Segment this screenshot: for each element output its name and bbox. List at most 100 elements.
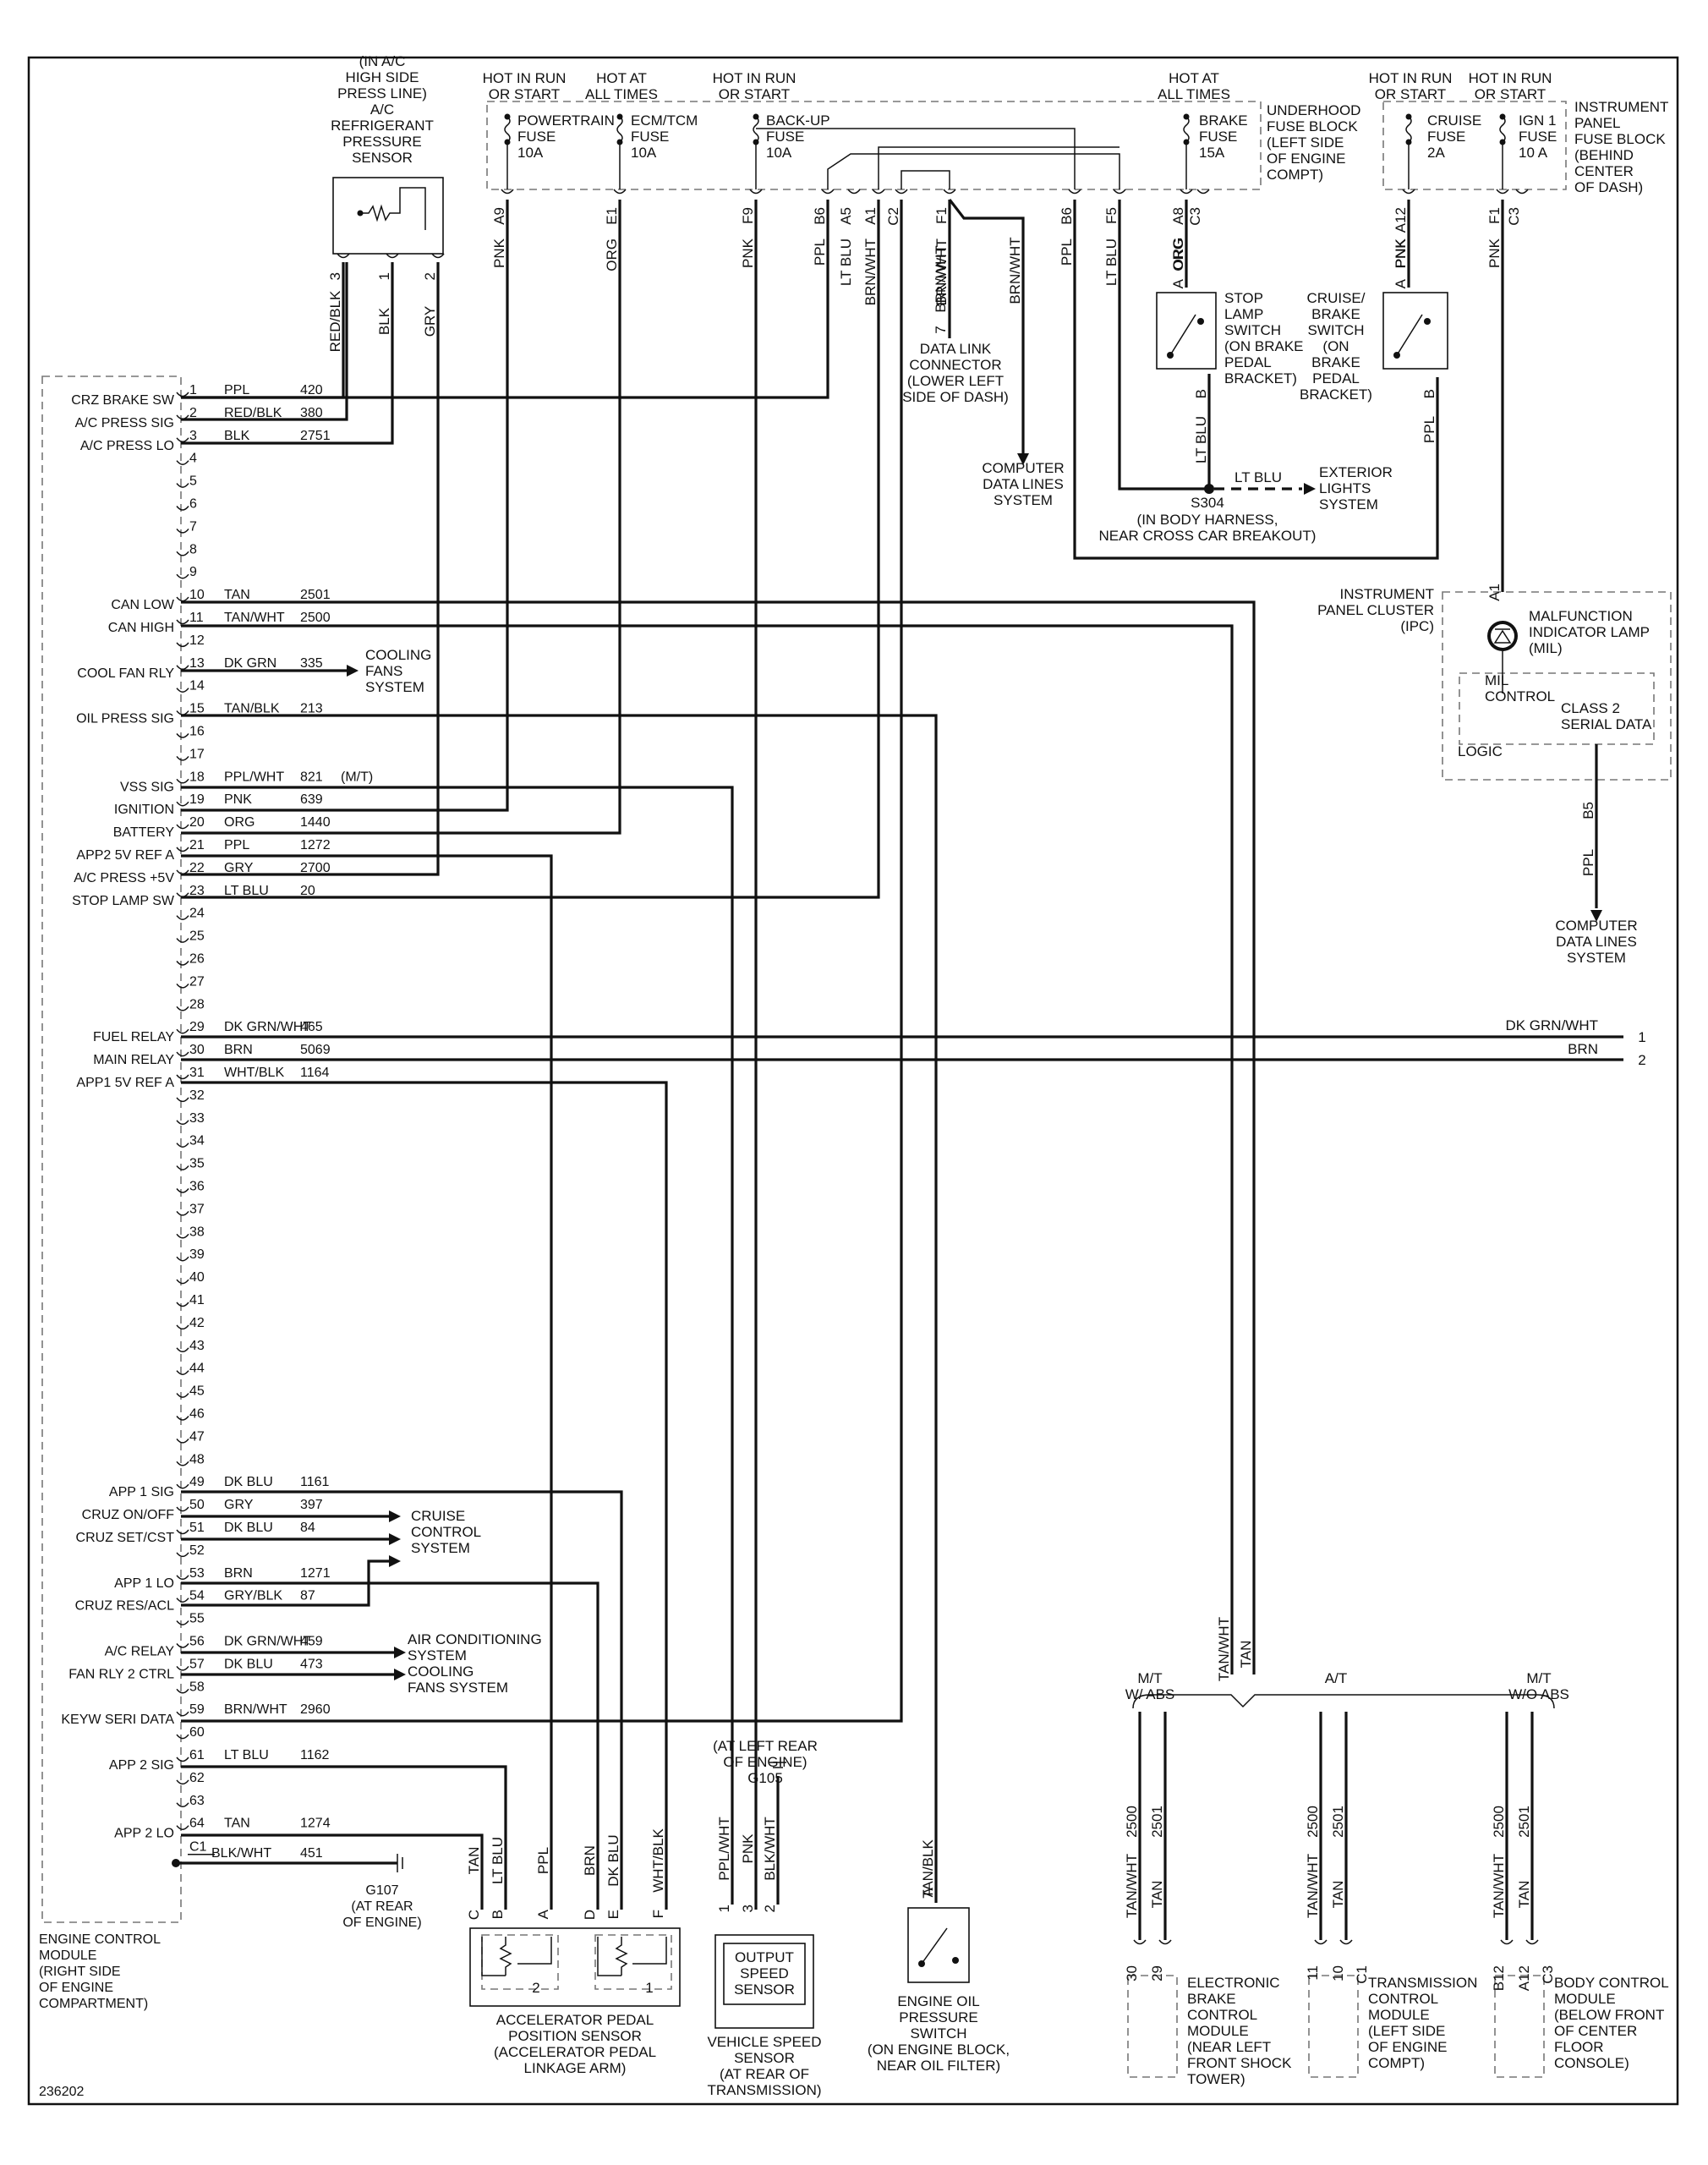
ecm-pin-number: 54 <box>189 1589 205 1603</box>
connector-hook <box>176 1779 189 1785</box>
ecm-pin-function: A/C PRESS LO <box>80 439 174 453</box>
fuse-label: 15A <box>1199 145 1225 161</box>
arrow-to-air-conditioning <box>394 1647 406 1658</box>
module-label: ELECTRONIC <box>1187 1975 1280 1991</box>
connector-hook <box>176 1279 189 1285</box>
connector-hook <box>176 1370 189 1375</box>
circuit-number: 2500 <box>1305 1806 1321 1838</box>
module-label: CONSOLE) <box>1554 2055 1629 2071</box>
wire-color-label: GRY/BLK <box>224 1589 282 1603</box>
connector-hook <box>1500 1939 1514 1945</box>
connector-hook <box>176 1210 189 1216</box>
internal-bus <box>901 170 950 189</box>
circuit-number: 1274 <box>300 1817 331 1831</box>
circuit-number: 5069 <box>300 1043 331 1057</box>
connector-hook <box>872 189 885 195</box>
connector-hook <box>847 189 861 195</box>
switch-lever <box>921 1927 948 1965</box>
ecm-pin-number: 45 <box>189 1384 205 1399</box>
connector-hook <box>176 1347 189 1353</box>
oil-switch-label: SWITCH <box>910 2025 966 2042</box>
cruise-brake-switch-label: BRAKE <box>1311 306 1360 322</box>
power-header: ALL TIMES <box>1158 86 1230 102</box>
ecm-pin-number: 35 <box>189 1157 205 1171</box>
splice-location: NEAR CROSS CAR BREAKOUT) <box>1099 528 1317 544</box>
mil-lamp-label: INDICATOR LAMP <box>1529 624 1650 640</box>
switch-pin: A <box>1393 278 1409 288</box>
wire-color-label: PNK <box>1486 238 1503 268</box>
app-sensor-2-resistor <box>481 1937 552 1976</box>
power-header: HOT IN RUN <box>1469 70 1552 86</box>
module-label: (LEFT SIDE <box>1368 2023 1445 2039</box>
circuit-number: 2501 <box>1149 1806 1165 1838</box>
wire-color-label: DK GRN <box>224 656 276 671</box>
vss-ground-label: OF ENGINE) <box>723 1754 807 1770</box>
wire-color-label: TAN/WHT <box>1216 1617 1232 1681</box>
vss-label: (AT REAR OF <box>720 2066 809 2082</box>
fuse-label: FUSE <box>1519 129 1557 145</box>
ipc-logic-label: LOGIC <box>1458 743 1503 759</box>
connector-hook <box>176 1097 189 1103</box>
connector-hook <box>176 1074 189 1080</box>
ipc-outline <box>1442 591 1672 781</box>
app-sensor-number: 1 <box>645 1980 653 1996</box>
wire-color-label: TAN <box>1516 1881 1532 1909</box>
connector-hook <box>176 915 189 920</box>
splice-location: (IN BODY HARNESS, <box>1137 512 1278 528</box>
wire-color-label: TAN/WHT <box>1124 1854 1140 1918</box>
vss-label: VEHICLE SPEED <box>707 2034 821 2050</box>
fuse-terminal-id: A1 <box>862 207 879 225</box>
connector-hook <box>1525 1939 1539 1945</box>
fuse-label: CRUISE <box>1427 112 1481 129</box>
wire-color-label: TAN <box>1149 1881 1165 1909</box>
circuit-number: 2501 <box>1330 1806 1346 1838</box>
mil-lamp-diode <box>1493 628 1512 644</box>
wire-color-label: PNK <box>1393 238 1409 269</box>
arrow-to-computer-data-lines <box>1017 453 1029 465</box>
connector-hook <box>431 253 445 259</box>
ecm-pin-number: 32 <box>189 1088 205 1103</box>
circuit-number: 1164 <box>300 1066 330 1080</box>
module-label: MODULE <box>1187 2023 1249 2039</box>
data-link-label: DATA LINK <box>920 341 992 357</box>
wire-color-label: BRN/WHT <box>933 245 949 312</box>
fuse-terminal-id: A5 <box>838 207 854 225</box>
ecm-pin-function: APP2 5V REF A <box>76 848 174 863</box>
circuit-number: 465 <box>300 1020 323 1034</box>
wire-color-label: PPL <box>812 238 828 266</box>
connector-hook <box>176 551 189 556</box>
fuse-terminal-dot <box>753 113 759 120</box>
connector-hook <box>176 1028 189 1034</box>
ecm-pin-number: 19 <box>189 792 205 807</box>
wire-run <box>181 624 1234 1674</box>
module-pin: 29 <box>1149 1965 1165 1981</box>
circuit-number: 2500 <box>1124 1806 1140 1838</box>
wire-color-label: WHT/BLK <box>650 1828 666 1893</box>
connector-hook <box>176 392 189 397</box>
power-header: ALL TIMES <box>585 86 658 102</box>
connector-hook <box>176 1802 189 1808</box>
ecm-pin-number: 27 <box>189 974 205 989</box>
ecm-pin-number: 11 <box>189 611 204 625</box>
connector-hook <box>176 778 189 784</box>
connector-hook <box>176 801 189 807</box>
wire-run <box>181 200 509 812</box>
connector-hook <box>176 1302 189 1307</box>
switch-pin: A <box>1170 278 1186 288</box>
wire-color-label: TAN <box>1238 1641 1254 1669</box>
oil-switch-label: NEAR OIL FILTER) <box>877 2058 1000 2074</box>
oil-switch-pin: A <box>920 1887 936 1897</box>
connector-hook <box>821 189 835 195</box>
data-link-label: CONNECTOR <box>909 357 1001 373</box>
switch-contact <box>952 1957 959 1964</box>
power-header: HOT AT <box>1169 70 1219 86</box>
ecm-pin-function: BATTERY <box>113 825 175 840</box>
arrow-to-computer-data-lines <box>1590 910 1602 922</box>
wire-run <box>181 262 440 876</box>
wire-run <box>181 200 829 399</box>
ac-sensor-pin: 3 <box>327 272 343 280</box>
mil-control-label: CONTROL <box>1485 688 1555 704</box>
power-header: HOT IN RUN <box>713 70 797 86</box>
circuit-number: 2501 <box>300 588 331 602</box>
ecm-pin-function: FUEL RELAY <box>93 1030 174 1044</box>
